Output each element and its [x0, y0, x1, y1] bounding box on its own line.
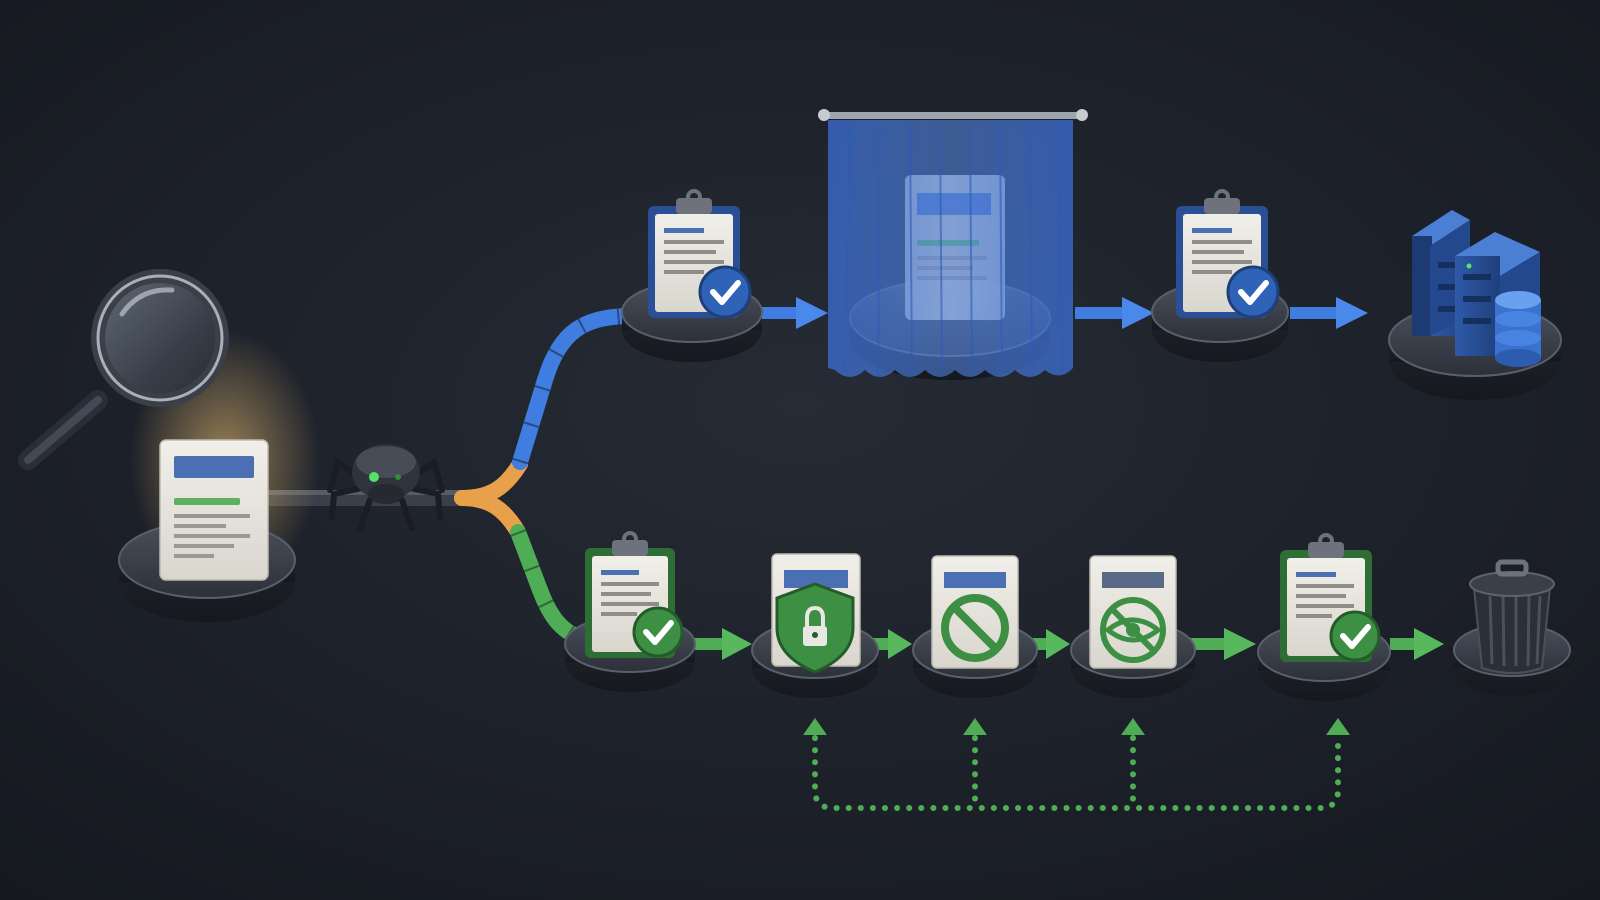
arrow-right-icon — [1188, 628, 1256, 660]
feedback-loop — [803, 718, 1350, 811]
arrow-right-icon — [1290, 297, 1368, 329]
arrow-right-icon — [1075, 297, 1154, 329]
checkmark-badge-icon — [632, 606, 684, 658]
blocked-stage-trash-bin — [1453, 559, 1571, 696]
indexed-stage-curtain-hidden-page — [818, 109, 1088, 380]
blocked-stage-no-entry-page — [912, 555, 1038, 698]
document-icon — [931, 555, 1019, 669]
database-cylinder-icon — [1495, 291, 1541, 367]
no-entry-icon — [941, 594, 1009, 662]
blocked-path-arrows — [690, 628, 1444, 660]
document-icon — [1089, 555, 1177, 669]
blocked-stage-approved-clipboard — [564, 531, 696, 692]
blocked-stage-approved-clipboard — [1257, 533, 1391, 701]
arrow-up-icon — [1121, 718, 1145, 735]
source-node — [18, 269, 320, 622]
checkmark-badge-icon — [698, 265, 752, 319]
shield-lock-icon — [775, 582, 855, 674]
arrow-right-icon — [1390, 628, 1444, 660]
spider-bot-icon — [327, 444, 445, 531]
indexed-stage-approved-clipboard — [621, 189, 763, 362]
arrow-up-icon — [963, 718, 987, 735]
blocked-stage-shield-lock-page — [751, 553, 879, 698]
arrow-up-icon — [803, 718, 827, 735]
trash-can-icon — [1469, 559, 1555, 674]
arrow-up-icon — [1326, 718, 1350, 735]
magnifying-glass-icon — [18, 269, 229, 470]
checkmark-badge-icon — [1226, 265, 1280, 319]
checkmark-badge-icon — [1329, 610, 1381, 662]
indexed-stage-approved-clipboard — [1151, 189, 1289, 362]
arrow-right-icon — [690, 628, 752, 660]
source-document-icon — [159, 439, 269, 581]
indexed-stage-database-servers — [1388, 210, 1562, 400]
indexed-path-arrows — [760, 297, 1368, 329]
hidden-eye-icon — [1100, 597, 1166, 663]
blocked-stage-hidden-eye-page — [1070, 555, 1196, 698]
curtain-icon — [818, 109, 1088, 377]
arrow-right-icon — [760, 297, 828, 329]
